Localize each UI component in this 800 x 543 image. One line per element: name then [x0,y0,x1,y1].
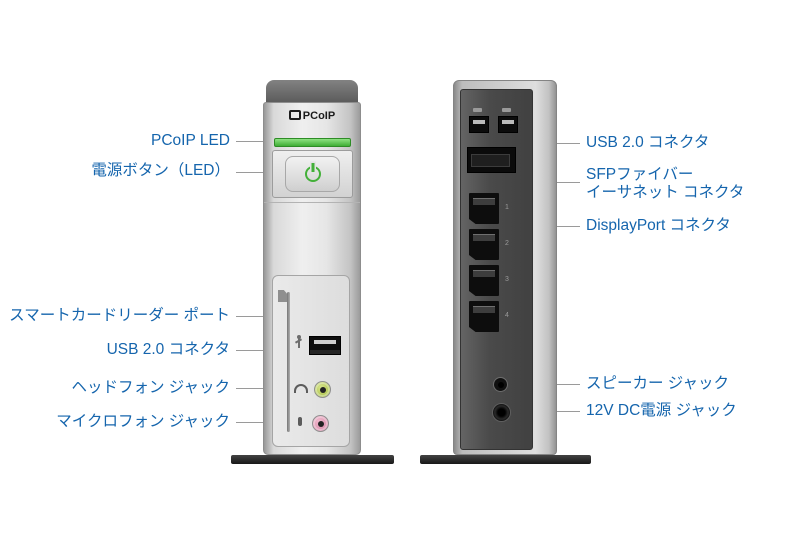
label-dc-power-jack: 12V DC電源 ジャック [586,402,737,419]
pcoip-logo-icon [288,110,301,120]
displayport-number-4: 4 [505,312,509,319]
leader-line-power-button [236,172,286,173]
power-button-panel [272,150,353,198]
label-rear-usb: USB 2.0 コネクタ [586,134,710,151]
displayport-3 [469,265,499,296]
label-sfp-ethernet: SFPファイバー イーサネット コネクタ [586,166,744,202]
dc-power-jack [492,403,511,422]
front-device-stand [231,455,394,464]
usb-icon [473,108,482,112]
front-ports-panel [272,275,350,447]
pcoip-logo: PCoIP [263,110,361,122]
front-top-cap [266,80,358,106]
rear-device: 1 2 3 4 [453,80,557,455]
rear-usb-port-1 [469,116,489,133]
rear-io-panel: 1 2 3 4 [460,89,533,450]
sfp-port [467,147,516,173]
displayport-4 [469,301,499,332]
speaker-jack [493,377,508,392]
label-power-button: 電源ボタン（LED） [91,162,230,179]
pcoip-led-strip [274,138,351,147]
front-device: PCoIP [263,80,361,455]
headphone-icon [294,384,308,393]
displayport-2 [469,229,499,260]
displayport-1 [469,193,499,224]
leader-line-pcoip-led [236,141,276,142]
pcoip-logo-text: PCoIP [302,110,336,122]
displayport-number-1: 1 [505,204,509,211]
label-sfp-line2: イーサネット コネクタ [586,184,745,201]
usb-icon [297,335,301,348]
front-seam [264,202,360,203]
smart-card-slot [287,292,290,432]
smart-card-icon [278,290,287,302]
rear-device-stand [420,455,591,464]
label-front-usb: USB 2.0 コネクタ [106,341,230,358]
leader-line-smart-card [236,316,283,317]
label-pcoip-led: PCoIP LED [151,132,230,149]
power-button [285,156,340,192]
front-usb-port [309,336,341,355]
label-microphone-jack: マイクロフォン ジャック [56,413,230,430]
headphone-jack [314,381,331,398]
label-speaker-jack: スピーカー ジャック [586,375,730,392]
rear-usb-port-2 [498,116,518,133]
displayport-number-3: 3 [505,276,509,283]
power-icon [304,166,321,182]
label-displayport: DisplayPort コネクタ [586,217,731,234]
usb-icon [502,108,511,112]
displayport-number-2: 2 [505,240,509,247]
label-smart-card-reader: スマートカードリーダー ポート [9,307,230,324]
microphone-jack [312,415,329,432]
microphone-icon [298,417,302,426]
label-sfp-line1: SFPファイバー [586,166,694,183]
label-headphone-jack: ヘッドフォン ジャック [71,379,230,396]
